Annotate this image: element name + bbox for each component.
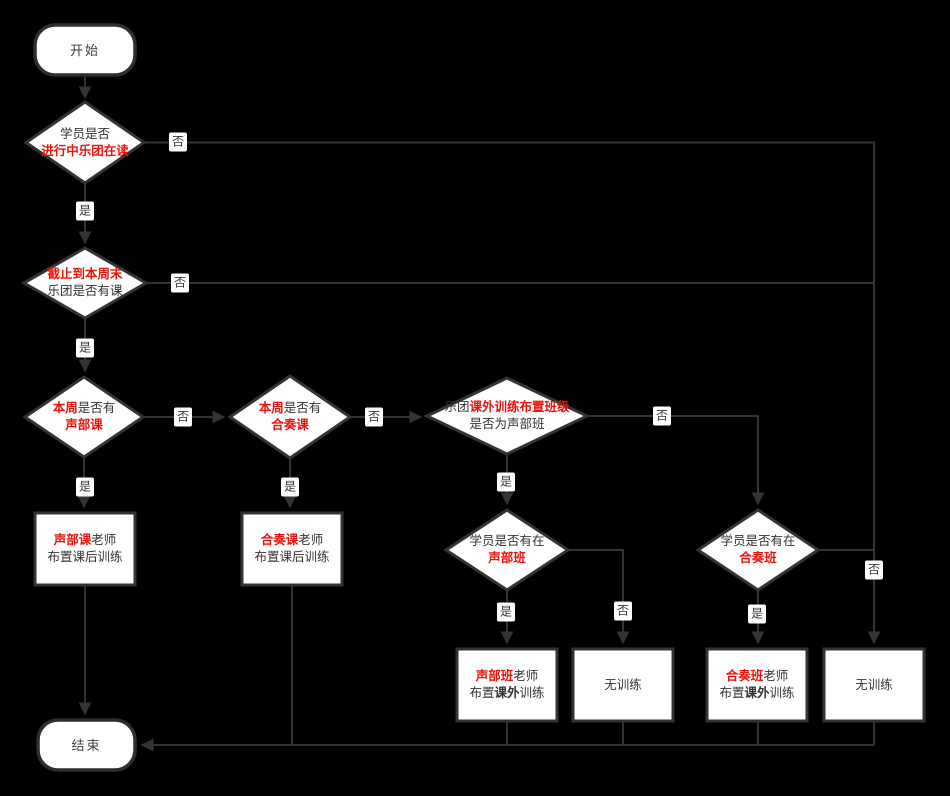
edge-label-yes: 是 bbox=[75, 338, 95, 358]
decision-has-ensemble-class: 本周是否有 合奏课 bbox=[230, 376, 350, 458]
edge-label-no: 否 bbox=[652, 406, 672, 426]
decision-text-part: 是否有 bbox=[77, 401, 116, 415]
decision-text-line: 合奏课 bbox=[271, 418, 309, 432]
process-text-part: 老师 bbox=[298, 533, 324, 547]
decision-text-line: 学员是否 bbox=[59, 126, 110, 141]
flow-shapes bbox=[20, 23, 926, 772]
decision-text-line: 进行中乐团在读 bbox=[41, 143, 129, 158]
decision-week-has-class-shape bbox=[20, 246, 150, 320]
edge-label-yes: 是 bbox=[496, 602, 516, 622]
process-text-line: 合奏课老师 bbox=[261, 532, 324, 549]
decision-text-highlight: 本周 bbox=[52, 401, 78, 415]
process-text-line: 布置课后训练 bbox=[254, 550, 330, 564]
process-text-line: 无训练 bbox=[855, 677, 893, 692]
decision-text-line: 本周是否有 bbox=[53, 400, 116, 417]
process-text-highlight: 合奏班 bbox=[725, 669, 764, 683]
edge-label-no: 否 bbox=[173, 407, 193, 427]
process-no-training-right-shape bbox=[822, 647, 926, 723]
process-no-training-left: 无训练 bbox=[573, 649, 673, 721]
process-ensemble-band-teacher-training: 合奏班老师 布置课外训练 bbox=[707, 649, 807, 721]
decision-text-line: 是否为声部班 bbox=[469, 417, 545, 431]
edge-enrolled-no bbox=[144, 141, 881, 645]
edge-label-no: 否 bbox=[864, 560, 884, 580]
process-text-highlight: 声部班 bbox=[475, 669, 514, 683]
process-text-bold: 课外 bbox=[744, 686, 770, 700]
end-terminator-shape bbox=[36, 718, 137, 772]
process-text-line: 布置课外训练 bbox=[719, 685, 794, 702]
process-ensemble-teacher-homework: 合奏课老师 布置课后训练 bbox=[242, 513, 342, 585]
edge-label-yes: 是 bbox=[75, 201, 95, 221]
decision-text-line: 截止到本周末 bbox=[47, 267, 123, 281]
edge-label-no: 否 bbox=[613, 601, 633, 621]
process-text-part: 老师 bbox=[763, 669, 789, 683]
process-vocal-teacher-homework: 声部课老师 布置课后训练 bbox=[35, 513, 135, 585]
decision-text-part: 是否有 bbox=[283, 401, 322, 415]
decision-has-vocal-class: 本周是否有 声部课 bbox=[25, 377, 143, 457]
process-text-line: 布置课外训练 bbox=[469, 685, 544, 702]
process-ensemble-band-teacher-shape bbox=[705, 647, 809, 723]
decision-orchestra-enrolled: 学员是否 进行中乐团在读 bbox=[26, 102, 144, 183]
start-terminator-shape bbox=[33, 23, 137, 77]
decision-text-line: 本周是否有 bbox=[259, 400, 322, 417]
process-text-bold: 课外 bbox=[494, 686, 520, 700]
decision-text-highlight: 课外训练布置班级 bbox=[469, 400, 570, 414]
decision-week-has-class: 截止到本周末 乐团是否有课 bbox=[24, 248, 146, 318]
decision-text-part: 乐团 bbox=[444, 400, 470, 414]
decision-text-line: 合奏班 bbox=[739, 551, 777, 565]
decision-student-in-ensemble-shape bbox=[695, 508, 821, 592]
process-text-part: 训练 bbox=[519, 686, 545, 700]
start-label: 开始 bbox=[69, 42, 100, 58]
end-label: 结束 bbox=[71, 737, 102, 753]
process-text-highlight: 合奏课 bbox=[260, 533, 299, 547]
decision-text-highlight: 本周 bbox=[258, 401, 284, 415]
decision-assigned-class-vocal: 乐团课外训练布置班级 是否为声部班 bbox=[427, 378, 587, 454]
process-text-part: 布置 bbox=[469, 686, 495, 700]
edge-label-yes: 是 bbox=[75, 477, 95, 497]
decision-text-line: 学员是否有在 bbox=[469, 534, 545, 548]
process-text-line: 布置课后训练 bbox=[47, 550, 123, 564]
decision-orchestra-enrolled-shape bbox=[23, 100, 147, 185]
decision-student-in-vocal: 学员是否有在 声部班 bbox=[446, 510, 568, 590]
decision-text-line: 乐团是否有课 bbox=[47, 284, 123, 298]
decision-assigned-class-vocal-shape bbox=[423, 376, 591, 456]
decision-text-line: 声部班 bbox=[488, 551, 526, 565]
process-text-line: 声部课老师 bbox=[54, 532, 117, 549]
process-text-part: 老师 bbox=[513, 669, 539, 683]
decision-student-in-vocal-shape bbox=[443, 508, 571, 592]
edge-assignclass-no bbox=[587, 415, 765, 506]
process-text-line: 合奏班老师 bbox=[726, 668, 789, 685]
process-text-line: 声部班老师 bbox=[476, 668, 539, 685]
process-text-part: 老师 bbox=[91, 533, 117, 547]
end-terminator: 结束 bbox=[38, 720, 135, 770]
edge-label-yes: 是 bbox=[496, 472, 516, 492]
process-ensemble-teacher-shape bbox=[240, 511, 344, 587]
edge-invocal-no bbox=[568, 549, 630, 645]
process-text-line: 无训练 bbox=[604, 677, 642, 692]
decision-text-line: 声部课 bbox=[65, 418, 103, 432]
edge-label-no: 否 bbox=[168, 132, 188, 152]
process-no-training-left-shape bbox=[571, 647, 675, 723]
decision-text-line: 学员是否有在 bbox=[720, 534, 796, 548]
edge-label-no: 否 bbox=[364, 407, 384, 427]
decision-student-in-ensemble: 学员是否有在 合奏班 bbox=[698, 510, 818, 590]
process-vocal-teacher-shape bbox=[33, 511, 137, 587]
process-text-highlight: 声部课 bbox=[53, 533, 92, 547]
decision-has-vocal-class-shape bbox=[22, 375, 146, 459]
process-vocal-band-teacher-shape bbox=[455, 647, 559, 723]
process-no-training-right: 无训练 bbox=[824, 649, 924, 721]
edge-label-yes: 是 bbox=[280, 477, 300, 497]
start-terminator: 开始 bbox=[35, 25, 135, 75]
process-vocal-band-teacher-training: 声部班老师 布置课外训练 bbox=[457, 649, 557, 721]
edge-label-no: 否 bbox=[170, 273, 190, 293]
process-text-part: 布置 bbox=[719, 686, 745, 700]
process-text-part: 训练 bbox=[769, 686, 795, 700]
decision-has-ensemble-class-shape bbox=[227, 374, 353, 460]
decision-text-line: 乐团课外训练布置班级 bbox=[444, 399, 569, 416]
edge-label-yes: 是 bbox=[747, 604, 767, 624]
